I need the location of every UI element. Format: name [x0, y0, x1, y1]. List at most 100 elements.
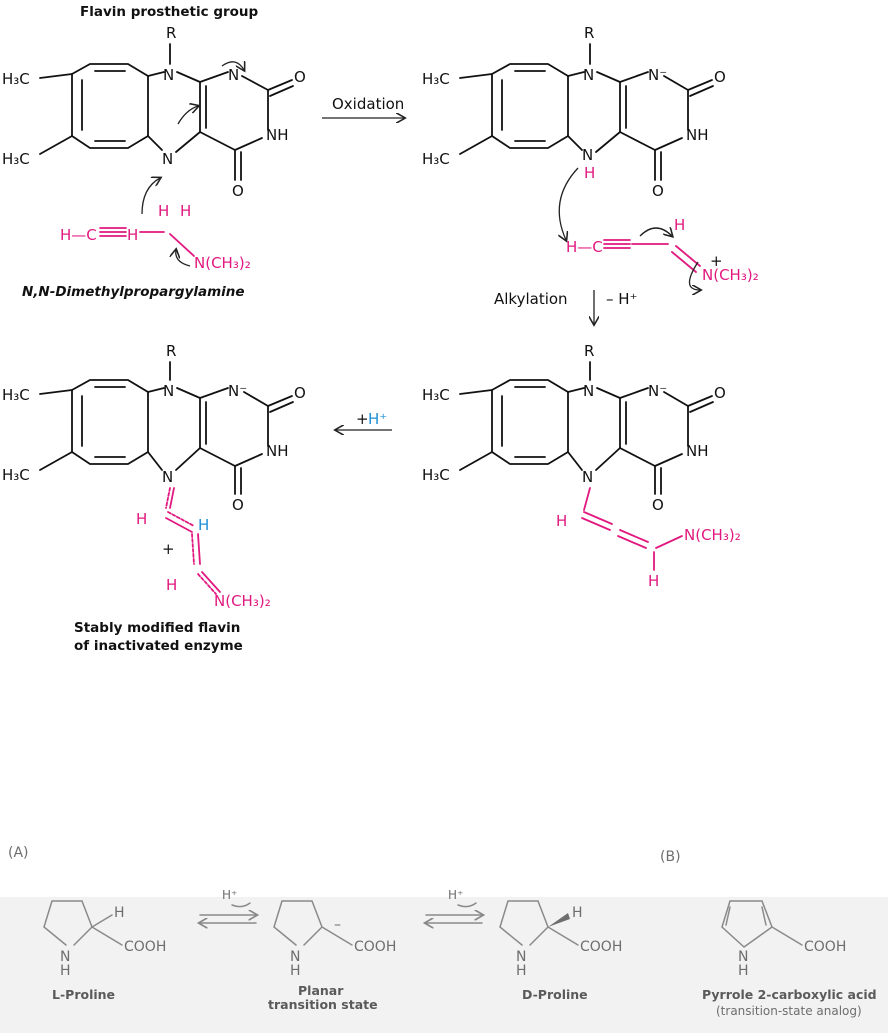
label-modified-flavin-1: Stably modified flavin	[74, 620, 240, 636]
step-oxidation: Oxidation	[332, 95, 404, 113]
label-modified-flavin-2: of inactivated enzyme	[74, 638, 243, 654]
svg-text:O: O	[714, 68, 726, 86]
svg-text:N: N	[60, 949, 70, 965]
methyl-top: H₃C	[2, 70, 30, 88]
flavin-reduced-structure: R N N H N⁻ O NH O H₃C H₃C	[422, 24, 726, 240]
proline-racemization-panel: (A) (B) N H H COOH L-Proline H⁺ N H – CO…	[0, 835, 888, 1033]
step-alkylation: Alkylation	[494, 290, 568, 308]
label-l-proline: L-Proline	[52, 987, 115, 1002]
svg-text:H: H	[738, 963, 749, 979]
svg-text:N⁻: N⁻	[228, 382, 247, 400]
step-plus: +	[356, 410, 369, 428]
proline-svg: (A) (B) N H H COOH L-Proline H⁺ N H – CO…	[8, 845, 877, 1018]
label-pyrrole: Pyrrole 2-carboxylic acid	[702, 987, 877, 1002]
svg-text:H: H	[136, 510, 147, 528]
svg-text:H₃C: H₃C	[422, 466, 450, 484]
eq1-h-plus: H⁺	[222, 888, 237, 902]
atom-n10: N	[163, 66, 174, 84]
methyl-bottom: H₃C	[2, 150, 30, 168]
svg-text:N: N	[162, 468, 173, 486]
reagent-c: H	[127, 226, 138, 244]
atom-nh3: NH	[266, 126, 289, 144]
svg-text:N(CH₃)₂: N(CH₃)₂	[684, 526, 741, 544]
svg-text:H: H	[166, 576, 177, 594]
step-minus-h: – H⁺	[606, 290, 637, 308]
reagent-h-left: H	[158, 202, 169, 220]
flavin-inactivation-mechanism: Flavin prosthetic group R N N N O NH O H…	[2, 4, 759, 654]
flavin-modified-structure: R N N N⁻ O NH O H₃C H₃C H	[2, 342, 306, 610]
svg-text:N: N	[583, 382, 594, 400]
added-proton: H	[198, 516, 209, 534]
label-planar-1: Planar	[298, 983, 344, 998]
svg-text:N: N	[582, 146, 593, 164]
flavin-oxidized-structure: Flavin prosthetic group R N N N O NH O H…	[2, 4, 306, 215]
substituent-r: R	[166, 24, 176, 42]
label-d-proline: D-Proline	[522, 987, 588, 1002]
svg-text:H: H	[648, 572, 659, 590]
flavin-alkylated-structure: R N N N⁻ O NH O H₃C H₃C H	[422, 342, 741, 590]
step-h-plus: H⁺	[368, 410, 387, 428]
svg-text:N: N	[738, 949, 748, 965]
svg-text:NH: NH	[686, 442, 709, 460]
svg-text:H: H	[674, 216, 685, 234]
panel-label-b: (B)	[660, 849, 681, 865]
propargylamine-reagent: H—C H H H N(CH₃)₂	[60, 202, 251, 272]
svg-text:O: O	[232, 496, 244, 514]
panel-background	[0, 897, 888, 1033]
reagent-h-c: H—C	[60, 226, 97, 244]
svg-text:NH: NH	[266, 442, 289, 460]
ring-cation-plus: +	[162, 540, 175, 558]
eq2-h-plus: H⁺	[448, 888, 463, 902]
svg-text:H₃C: H₃C	[422, 70, 450, 88]
svg-text:H: H	[114, 905, 125, 921]
svg-text:H: H	[290, 963, 301, 979]
svg-text:O: O	[652, 496, 664, 514]
atom-n1-minus: N⁻	[648, 66, 667, 84]
svg-text:COOH: COOH	[804, 939, 846, 955]
svg-text:COOH: COOH	[354, 939, 396, 955]
pyrrole-carboxylic-acid-structure: N H COOH	[721, 900, 846, 979]
svg-text:O: O	[294, 384, 306, 402]
label-pyrrole-note: (transition-state analog)	[716, 1004, 862, 1018]
svg-text:N: N	[582, 468, 593, 486]
svg-text:N⁻: N⁻	[648, 382, 667, 400]
svg-text:COOH: COOH	[580, 939, 622, 955]
l-proline-structure: N H H COOH	[43, 900, 166, 979]
svg-text:H: H	[556, 512, 567, 530]
svg-text:N: N	[583, 66, 594, 84]
planar-transition-structure: N H – COOH	[273, 900, 396, 979]
reagent-dimethylamine: N(CH₃)₂	[194, 254, 251, 272]
svg-text:H: H	[572, 905, 583, 921]
iminium-intermediate: H—C H N(CH₃)₂ +	[566, 216, 759, 290]
label-planar-2: transition state	[268, 997, 378, 1012]
label-dimethylpropargylamine: N,N-Dimethylpropargylamine	[22, 284, 245, 300]
svg-text:H: H	[60, 963, 71, 979]
atom-o4: O	[232, 182, 244, 200]
svg-text:H: H	[516, 963, 527, 979]
svg-text:O: O	[652, 182, 664, 200]
svg-text:COOH: COOH	[124, 939, 166, 955]
svg-text:N: N	[290, 949, 300, 965]
title-flavin-prosthetic-group: Flavin prosthetic group	[80, 4, 259, 20]
atom-o2: O	[294, 68, 306, 86]
svg-text:R: R	[584, 342, 594, 360]
svg-text:R: R	[584, 24, 594, 42]
svg-text:N(CH₃)₂: N(CH₃)₂	[214, 592, 271, 610]
svg-text:H—C: H—C	[566, 238, 603, 256]
iminium-n: N(CH₃)₂	[702, 266, 759, 284]
n5-hydrogen: H	[584, 164, 595, 182]
iminium-charge: +	[710, 252, 723, 270]
d-proline-structure: N H H COOH	[499, 900, 622, 979]
svg-text:NH: NH	[686, 126, 709, 144]
svg-text:–: –	[334, 917, 341, 933]
svg-text:H₃C: H₃C	[422, 150, 450, 168]
svg-text:H₃C: H₃C	[2, 386, 30, 404]
panel-label-a: (A)	[8, 845, 29, 861]
atom-n5: N	[162, 150, 173, 168]
svg-text:H₃C: H₃C	[422, 386, 450, 404]
svg-text:N: N	[163, 382, 174, 400]
mechanism-svg: Flavin prosthetic group R N N N O NH O H…	[2, 4, 759, 654]
reagent-h-right: H	[180, 202, 191, 220]
svg-text:H₃C: H₃C	[2, 466, 30, 484]
svg-text:R: R	[166, 342, 176, 360]
